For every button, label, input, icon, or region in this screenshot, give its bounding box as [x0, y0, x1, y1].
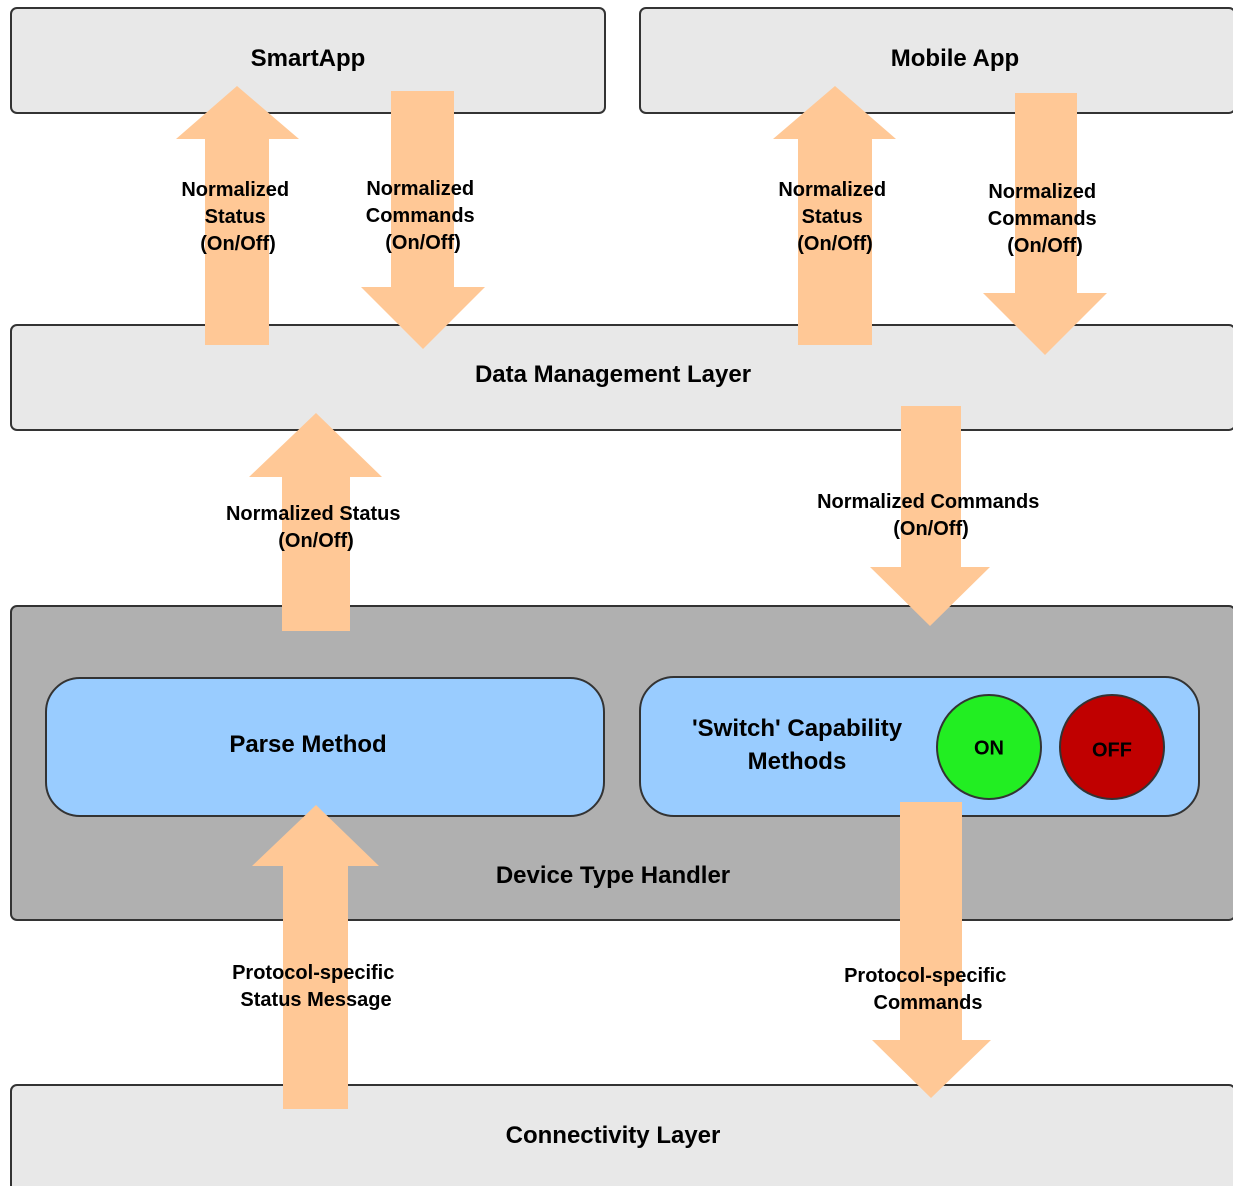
off-button [1059, 694, 1165, 800]
data-management-layer-box [10, 324, 1233, 431]
off-button-label: OFF [1092, 739, 1132, 761]
smartapp-status-label: Normalized Status (On/Off) [181, 179, 294, 255]
arrow-down-dml-commands [870, 406, 990, 626]
connectivity-layer-label: Connectivity Layer [506, 1122, 721, 1149]
on-button [936, 694, 1042, 800]
arrow-up-mobile-status [773, 86, 896, 345]
smartapp-commands-label: Normalized Commands (On/Off) [366, 178, 480, 254]
arrow-down-protocol-commands [872, 802, 991, 1098]
protocol-commands-label: Protocol-specific Commands [844, 965, 1012, 1014]
protocol-status-label: Protocol-specific Status Message [232, 962, 400, 1011]
mobile-status-label: Normalized Status (On/Off) [778, 179, 891, 255]
arrow-down-smartapp-commands [361, 91, 485, 349]
arrow-up-dml-status [249, 413, 382, 631]
smartapp-box [10, 7, 606, 114]
parse-method-label: Parse Method [229, 731, 386, 758]
arrow-down-mobile-commands [983, 93, 1107, 355]
dml-status-label: Normalized Status (On/Off) [226, 503, 406, 552]
smartapp-label: SmartApp [251, 45, 366, 72]
on-button-label: ON [974, 737, 1004, 759]
mobile-app-label: Mobile App [891, 45, 1019, 72]
device-type-handler-label: Device Type Handler [496, 862, 730, 889]
mobile-commands-label: Normalized Commands (On/Off) [988, 181, 1102, 257]
connectivity-layer-box [10, 1084, 1233, 1186]
dml-commands-label: Normalized Commands (On/Off) [817, 491, 1045, 540]
arrow-up-protocol-status [252, 805, 379, 1109]
switch-capability-label-line2: Methods [748, 748, 847, 775]
arrow-up-smartapp-status [176, 86, 299, 345]
mobile-app-box [639, 7, 1233, 114]
data-management-layer-label: Data Management Layer [475, 361, 751, 388]
switch-capability-label-line1: 'Switch' Capability [692, 715, 903, 742]
